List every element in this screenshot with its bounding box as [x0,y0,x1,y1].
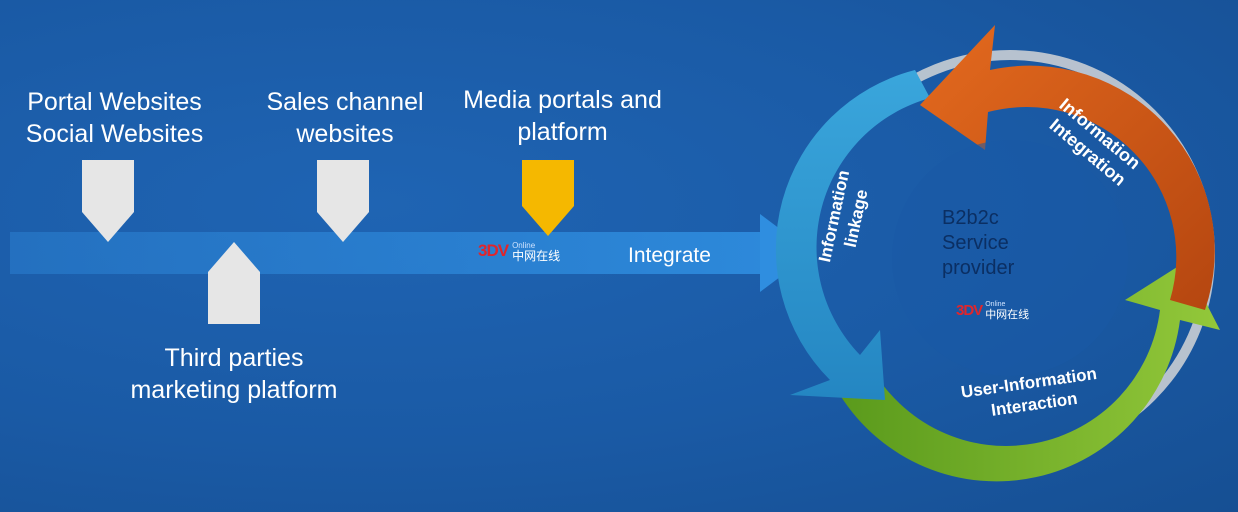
user-information-interaction-arrow [840,262,1220,482]
media-portal-marker [522,160,574,236]
integrate-label: Integrate [628,244,711,267]
center-logo-cn-text: 中网在线 [985,309,1030,321]
logo-mark: 3DV [478,241,509,260]
portal-social-websites-label: Portal Websites Social Websites [25,88,204,148]
logo-small-text: Online [512,241,536,250]
center-logo: 3DV Online 中网在线 [956,300,1030,321]
integration-flow-arrow [10,214,812,292]
information-integration-arrow [920,25,1215,310]
media-portals-platform-label: Media portals and platform [463,86,662,146]
portal-marker [82,160,134,242]
center-logo-mark: 3DV [956,301,983,319]
information-linkage-arrow [775,70,930,400]
sales-channel-websites-label: Sales channel websites [266,88,424,148]
center-logo-small-text: Online [985,301,1006,308]
third-party-marker [208,242,260,324]
cycle-center-text: B2b2c Service provider [942,207,1015,279]
cycle-diagram [775,25,1220,482]
company-logo: 3DV Online 中网在线 [478,240,560,262]
sales-channel-marker [317,160,369,242]
logo-cn-text: 中网在线 [512,249,561,263]
third-parties-marketing-label: Third parties marketing platform [130,344,338,404]
